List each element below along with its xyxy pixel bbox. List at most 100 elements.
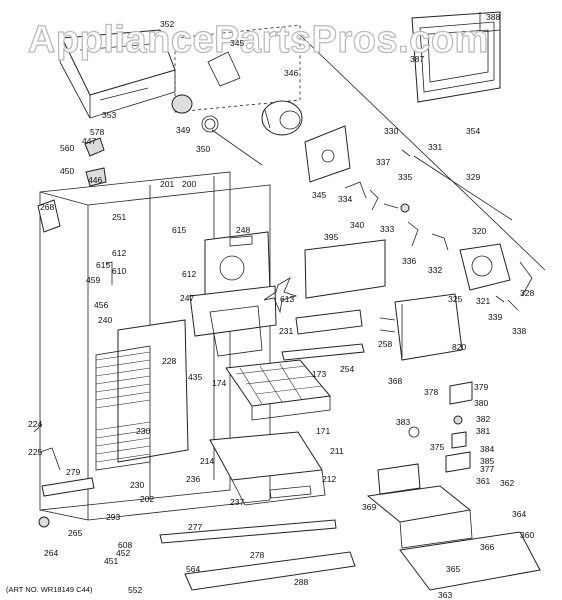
part-label-330: 330 [384, 126, 398, 136]
part-label-212: 212 [322, 474, 336, 484]
part-label-333: 333 [380, 224, 394, 234]
part-label-174: 174 [212, 378, 226, 388]
part-label-446: 446 [88, 175, 102, 185]
leader-354 [299, 34, 546, 271]
part-label-236: 236 [186, 474, 200, 484]
part-label-456: 456 [94, 300, 108, 310]
watermark-text: AppliancePartsPros.com [28, 19, 489, 61]
part-label-173: 173 [312, 369, 326, 379]
part-label-361: 361 [476, 476, 490, 486]
part-label-369: 369 [362, 502, 376, 512]
part-label-321: 321 [476, 296, 490, 306]
part-label-264: 264 [44, 548, 58, 558]
valve-parts [408, 381, 473, 473]
art-number: (ART NO. WR18149 C44) [6, 585, 93, 594]
part-label-377: 377 [480, 464, 494, 474]
part-label-378: 378 [424, 387, 438, 397]
part-label-228: 228 [162, 356, 176, 366]
evaporator [95, 319, 189, 471]
part-label-251: 251 [112, 212, 126, 222]
part-label-335: 335 [398, 172, 412, 182]
part-label-380: 380 [474, 398, 488, 408]
part-label-612: 612 [182, 269, 196, 279]
part-label-564: 564 [186, 564, 200, 574]
part-label-336: 336 [402, 256, 416, 266]
part-label-820: 820 [452, 342, 466, 352]
part-label-560: 560 [60, 143, 74, 153]
part-label-610: 610 [112, 266, 126, 276]
part-label-200: 200 [182, 179, 196, 189]
part-label-435: 435 [188, 372, 202, 382]
part-label-230: 230 [130, 480, 144, 490]
part-label-381: 381 [476, 426, 490, 436]
auger-parts [171, 94, 263, 166]
part-label-450: 450 [60, 166, 74, 176]
part-label-346: 346 [284, 68, 298, 78]
part-label-231: 231 [279, 326, 293, 336]
part-label-364: 364 [512, 509, 526, 519]
bracket-345 [304, 125, 351, 183]
left-small-parts [33, 137, 113, 528]
part-label-613: 613 [280, 294, 294, 304]
part-label-452: 452 [116, 548, 130, 558]
part-label-247: 247 [180, 293, 194, 303]
part-label-240: 240 [98, 315, 112, 325]
part-label-612: 612 [112, 248, 126, 258]
part-label-331: 331 [428, 142, 442, 152]
part-label-447: 447 [82, 136, 96, 146]
part-label-334: 334 [338, 194, 352, 204]
part-label-279: 279 [66, 467, 80, 477]
part-label-368: 368 [388, 376, 402, 386]
part-label-339: 339 [488, 312, 502, 322]
part-label-451: 451 [104, 556, 118, 566]
part-label-459: 459 [86, 275, 100, 285]
cover-395 [304, 239, 386, 299]
part-label-225: 225 [28, 447, 42, 457]
linkage-parts [344, 149, 513, 251]
part-label-329: 329 [466, 172, 480, 182]
part-label-615: 615 [96, 260, 110, 270]
part-label-379: 379 [474, 382, 488, 392]
part-label-365: 365 [446, 564, 460, 574]
part-label-366: 366 [480, 542, 494, 552]
part-label-340: 340 [350, 220, 364, 230]
part-label-254: 254 [340, 364, 354, 374]
part-label-345: 345 [230, 38, 244, 48]
auger-dashed-box [174, 24, 301, 113]
part-label-352: 352 [160, 19, 174, 29]
part-label-578: 578 [90, 127, 104, 137]
part-label-363: 363 [438, 590, 452, 600]
part-label-293: 293 [106, 512, 120, 522]
part-label-211: 211 [330, 446, 344, 456]
part-label-337: 337 [376, 157, 390, 167]
part-label-230: 230 [136, 426, 150, 436]
base-rails [159, 519, 356, 591]
part-label-345: 345 [312, 190, 326, 200]
part-label-338: 338 [512, 326, 526, 336]
part-label-258: 258 [378, 339, 392, 349]
part-label-328: 328 [520, 288, 534, 298]
part-label-265: 265 [68, 528, 82, 538]
part-label-384: 384 [480, 444, 494, 454]
part-label-615: 615 [172, 225, 186, 235]
part-label-202: 202 [140, 494, 154, 504]
part-label-362: 362 [500, 478, 514, 488]
wire-basket [225, 359, 331, 421]
part-label-278: 278 [250, 550, 264, 560]
part-label-277: 277 [188, 522, 202, 532]
ice-maker-820 [379, 293, 463, 361]
part-label-608: 608 [118, 540, 132, 550]
fan-blade [263, 277, 298, 314]
part-label-375: 375 [430, 442, 444, 452]
part-label-237: 237 [230, 497, 244, 507]
part-label-354: 354 [466, 126, 480, 136]
part-label-395: 395 [324, 232, 338, 242]
part-label-349: 349 [176, 125, 190, 135]
part-label-382: 382 [476, 414, 490, 424]
part-label-320: 320 [472, 226, 486, 236]
part-label-332: 332 [428, 265, 442, 275]
part-label-350: 350 [196, 144, 210, 154]
part-label-387: 387 [410, 54, 424, 64]
